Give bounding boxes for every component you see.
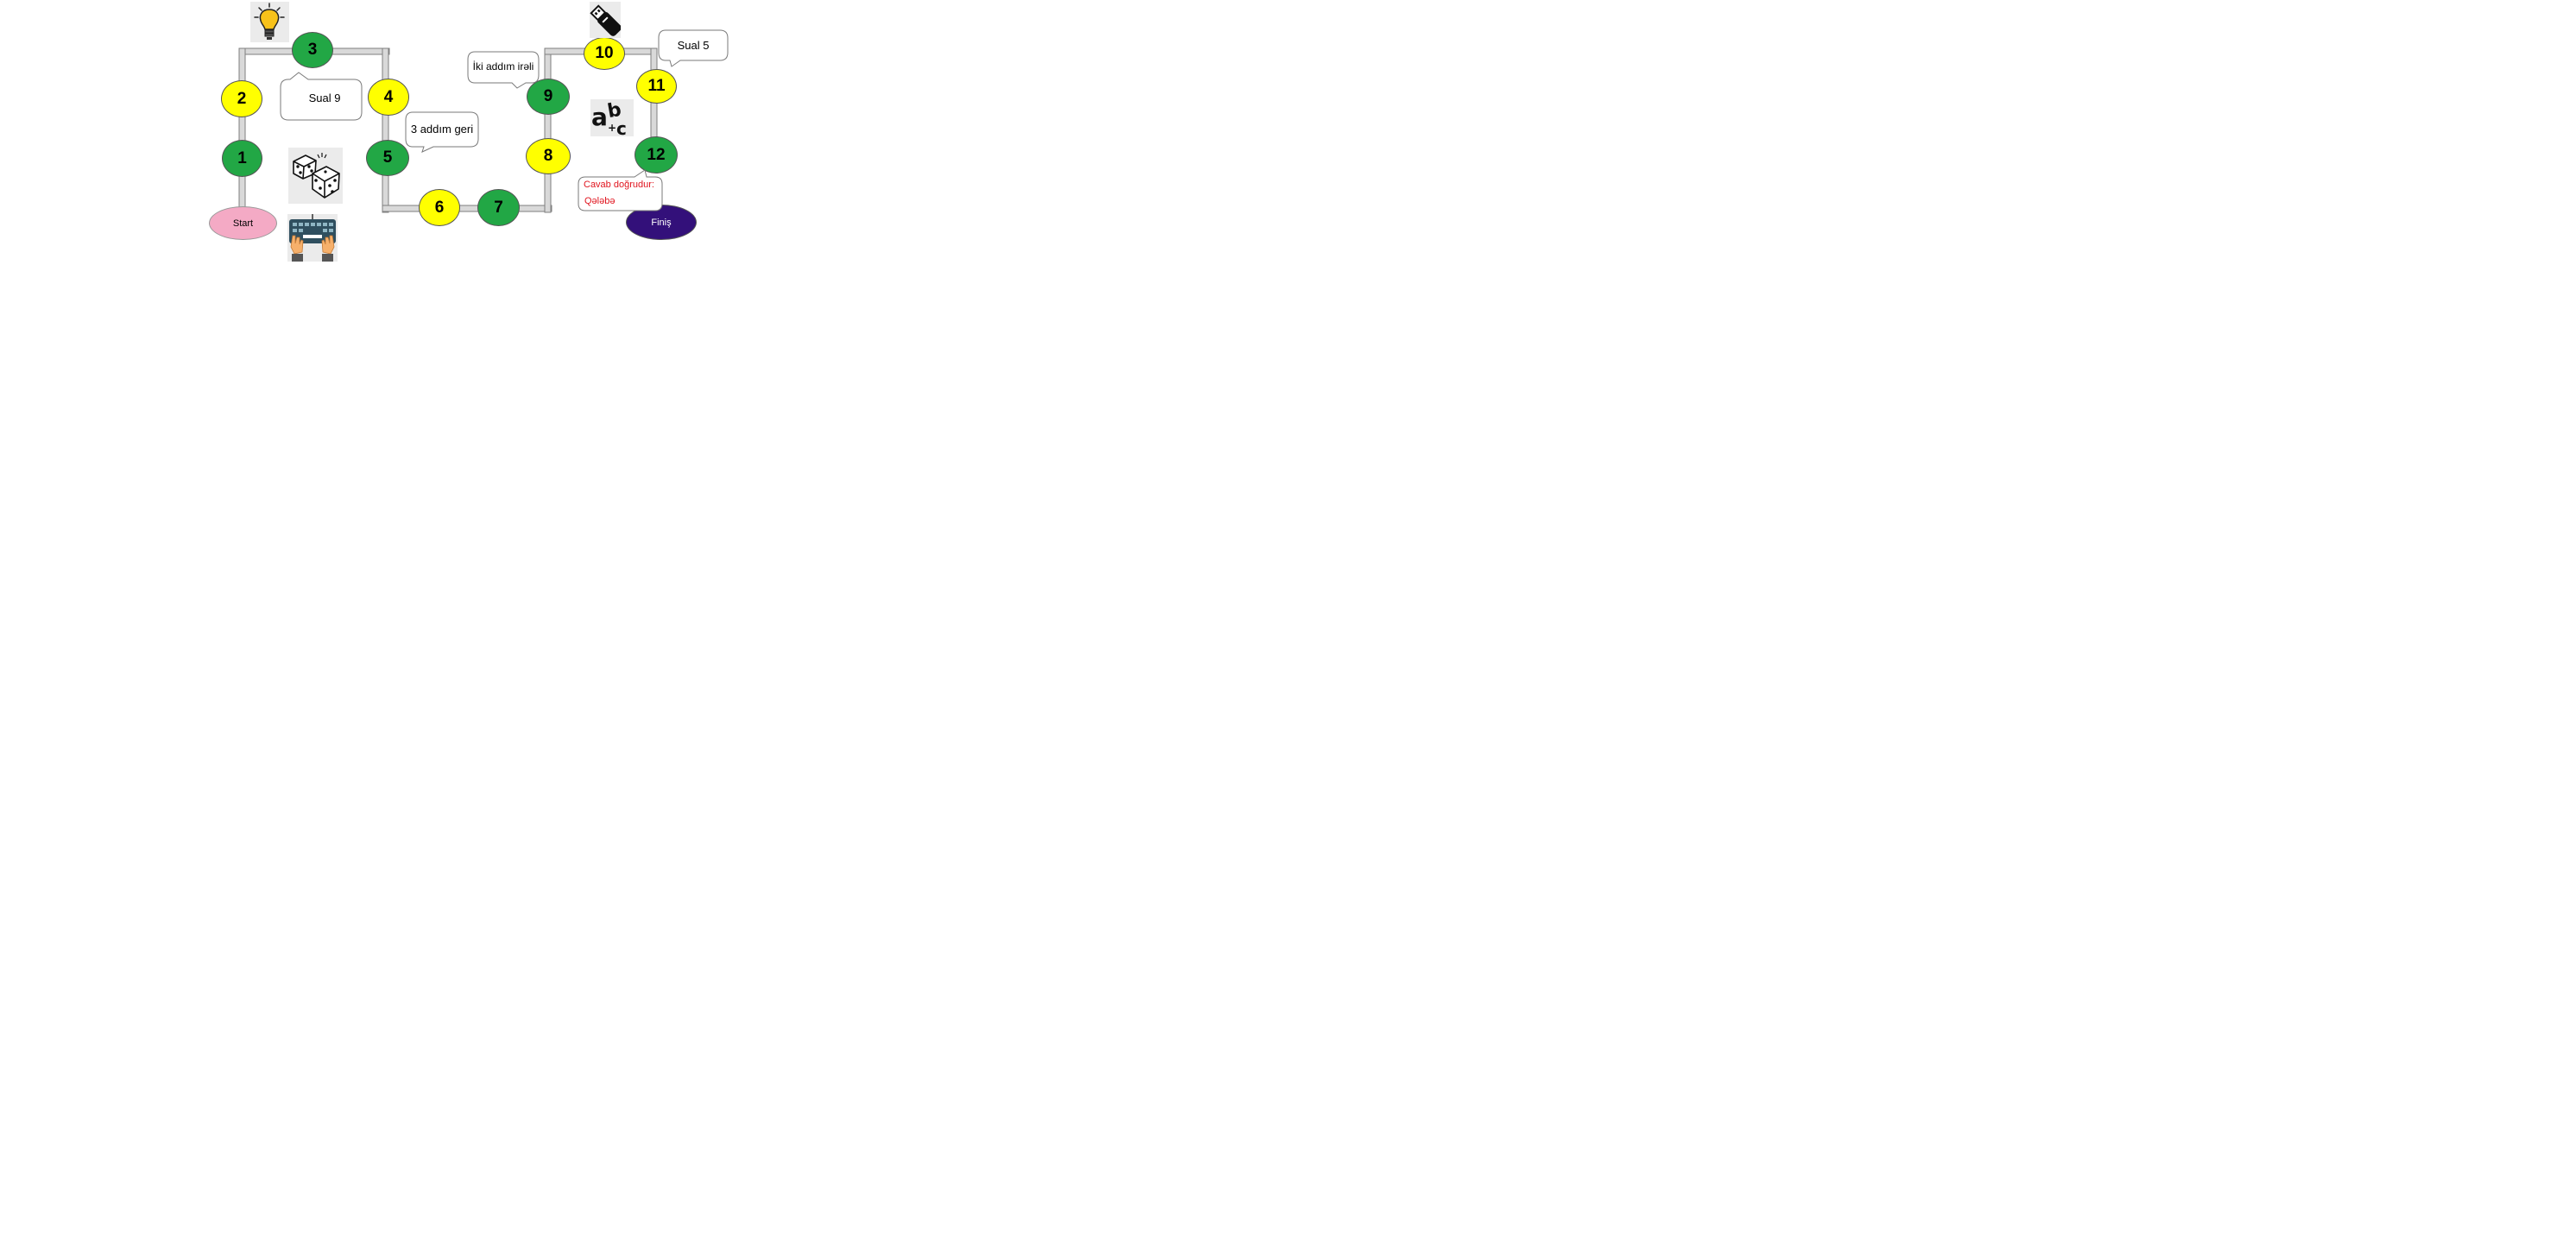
callout-correct-answer-win: Cavab doğrudur: Qələbə — [578, 169, 664, 211]
dice-icon — [288, 148, 343, 204]
square-6: 6 — [419, 189, 460, 226]
square-7: 7 — [477, 189, 520, 226]
callout-2-steps-forward: İki addım irəli — [467, 51, 540, 89]
keyboard-hands-icon — [287, 214, 338, 262]
lightbulb-icon — [250, 2, 289, 42]
callout-3-steps-back: 3 addım geri — [405, 111, 479, 153]
callout-text: İki addım irəli — [472, 60, 534, 73]
callout-text: Sual 9 — [308, 91, 341, 104]
win-text-line1: Cavab doğrudur: — [584, 180, 654, 190]
callout-sual-5: Sual 5 — [658, 29, 729, 67]
callout-text: Sual 5 — [677, 39, 710, 52]
start-space: Start — [209, 206, 277, 240]
callout-sual-9: Sual 9 — [280, 72, 363, 121]
square-3: 3 — [292, 32, 333, 68]
square-11: 11 — [636, 69, 677, 104]
square-12: 12 — [635, 136, 678, 174]
square-8: 8 — [526, 138, 571, 174]
svg-text:+: + — [608, 122, 616, 134]
svg-text:b: b — [606, 99, 623, 123]
win-text-line2: Qələbə — [584, 196, 616, 206]
square-10: 10 — [584, 37, 625, 70]
square-9: 9 — [527, 79, 570, 115]
svg-text:c: c — [616, 118, 627, 136]
usb-drive-icon — [590, 2, 622, 38]
square-2: 2 — [221, 80, 262, 117]
square-1: 1 — [222, 140, 262, 177]
abc-letters-icon: a b + c — [590, 99, 634, 139]
svg-text:a: a — [591, 103, 608, 131]
square-5: 5 — [366, 140, 409, 176]
game-board: Start Finiş 1 2 3 4 5 6 7 8 9 10 11 12 S… — [0, 0, 1323, 656]
callout-text: 3 addım geri — [410, 123, 474, 136]
square-4: 4 — [368, 79, 409, 116]
